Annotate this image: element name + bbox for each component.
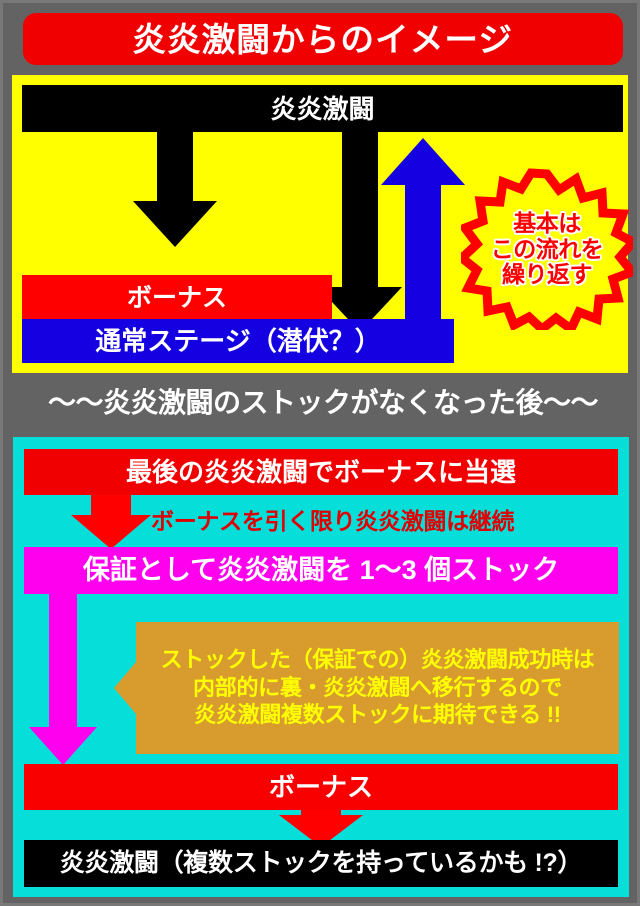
- stock-bar-win: 最後の炎炎激闘でボーナスに当選: [24, 449, 618, 495]
- state-bar-battle-label: 炎炎激闘: [270, 93, 375, 124]
- loop-badge: 基本は この流れを 繰り返す: [461, 168, 633, 330]
- loop-badge-line-3: 繰り返す: [502, 261, 593, 288]
- state-bar-normal-stage-label: 通常ステージ（潜伏？）: [95, 326, 381, 356]
- stock-note-continue-text: ボーナスを引く限り炎炎激闘は継続: [151, 507, 515, 534]
- starburst-icon: [461, 168, 633, 330]
- state-bar-bonus-label: ボーナス: [126, 283, 227, 312]
- stock-bar-result: 炎炎激闘（複数ストックを持っているかも !?）: [24, 840, 618, 887]
- page-title-text: 炎炎激闘からのイメージ: [132, 20, 514, 58]
- stock-bar-bonus-label: ボーナス: [268, 772, 373, 802]
- stock-section-panel: 最後の炎炎激闘でボーナスに当選 ボーナスを引く限り炎炎激闘は継続 保証として炎炎…: [13, 437, 629, 897]
- stock-bar-win-label: 最後の炎炎激闘でボーナスに当選: [125, 457, 516, 487]
- loop-badge-line-2: この流れを: [490, 235, 604, 262]
- loop-badge-line-1: 基本は: [513, 209, 581, 236]
- callout-bubble-icon: [114, 622, 619, 754]
- stock-callout-line-3: 炎炎激闘複数ストックに期待できる !!: [194, 702, 561, 728]
- stock-callout-line-2: 内部的に裏・炎炎激闘へ移行するので: [193, 674, 562, 700]
- arrow-win-to-guarantee-icon: [71, 495, 151, 549]
- stock-bar-guarantee: 保証として炎炎激闘を 1〜3 個ストック: [24, 547, 618, 594]
- state-bar-bonus: ボーナス: [22, 275, 332, 321]
- arrow-battle-to-bonus-icon: [133, 132, 217, 247]
- loop-badge-text: 基本は この流れを 繰り返す: [461, 168, 633, 330]
- arrow-guarantee-to-bonus-icon: [29, 594, 97, 765]
- stock-bar-result-label: 炎炎激闘（複数ストックを持っているかも !?）: [59, 849, 583, 877]
- state-bar-battle: 炎炎激闘: [22, 85, 623, 132]
- divider-caption-text: 〜〜炎炎激闘のストックがなくなった後〜〜: [47, 387, 599, 418]
- stock-callout-line-1: ストックした（保証での）炎炎激闘成功時は: [160, 647, 595, 673]
- stock-note-continue: ボーナスを引く限り炎炎激闘は継続: [151, 502, 621, 540]
- stock-callout: ストックした（保証での）炎炎激闘成功時は 内部的に裏・炎炎激闘へ移行するので 炎…: [114, 622, 619, 754]
- divider-caption: 〜〜炎炎激闘のストックがなくなった後〜〜: [3, 377, 637, 429]
- stock-callout-text: ストックした（保証での）炎炎激闘成功時は 内部的に裏・炎炎激闘へ移行するので 炎…: [136, 622, 619, 754]
- stock-bar-bonus: ボーナス: [24, 764, 618, 810]
- stock-bar-guarantee-label: 保証として炎炎激闘を 1〜3 個ストック: [82, 555, 560, 585]
- state-bar-normal-stage: 通常ステージ（潜伏？）: [22, 319, 454, 363]
- page-title: 炎炎激闘からのイメージ: [23, 13, 623, 65]
